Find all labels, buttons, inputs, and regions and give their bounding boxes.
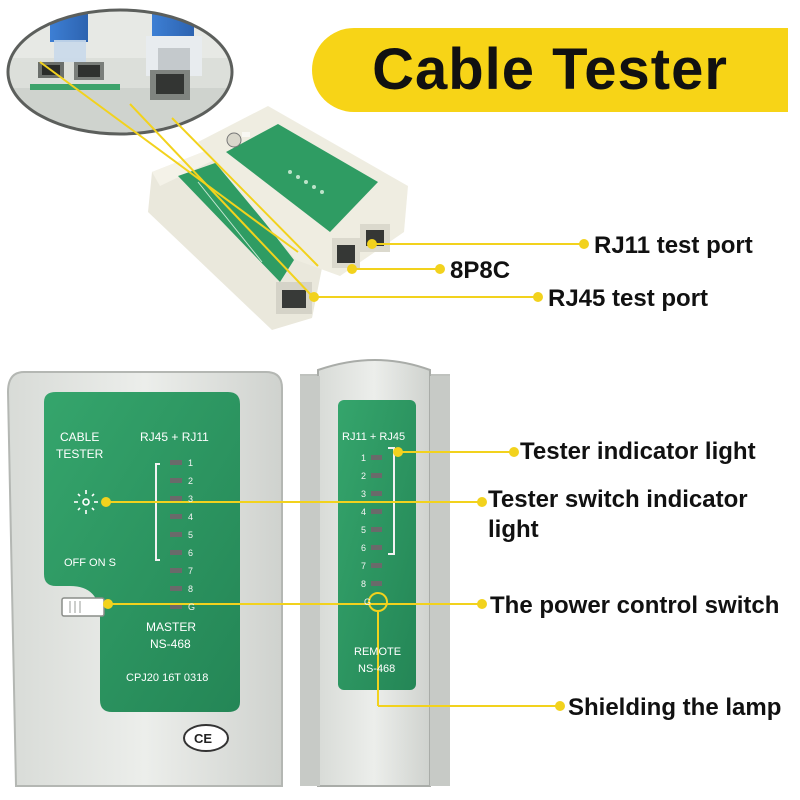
power-switch [61,597,105,617]
remote-model-1: REMOTE [354,646,401,658]
bottom-callout-lines [106,451,560,707]
label-rj45-port: RJ45 test port [548,285,709,312]
remote-led-num-7: 7 [361,561,366,571]
bottom-callout-dots [101,447,565,711]
label-switch-indicator-1: Tester switch indicator [488,486,748,513]
master-cable-label-1: CABLE [60,430,99,444]
title-banner [312,28,788,112]
inset-zoom [6,8,234,136]
remote-led-num-4: 4 [361,507,366,517]
label-rj11-port: RJ11 test port [594,232,753,259]
remote-led-num-2: 2 [361,471,366,481]
label-shielding-lamp: Shielding the lamp [568,694,782,721]
remote-led-num-5: 5 [361,525,366,535]
master-serial: CPJ20 16T 0318 [126,672,208,684]
master-ports-label: RJ45 + RJ11 [140,430,209,444]
remote-ports-label: RJ11 + RJ45 [342,431,405,443]
remote-led-num-8: 8 [361,579,366,589]
remote-model-2: NS-468 [358,663,395,675]
label-switch-indicator-2: light [488,516,539,543]
remote-led-column [371,455,382,586]
top-callout-dots [309,239,589,302]
top-callout-lines [39,61,582,298]
master-led-num-3: 3 [188,494,193,504]
page-title: Cable Tester [372,37,728,102]
remote-led-num-1: 1 [361,453,366,463]
master-led-num-7: 7 [188,566,193,576]
master-led-num-5: 5 [188,530,193,540]
label-power-switch: The power control switch [490,592,780,619]
master-led-num-6: 6 [188,548,193,558]
remote-led-num-6: 6 [361,543,366,553]
top-master-unit [198,106,408,276]
remote-unit-front [300,359,450,787]
master-led-column [170,460,182,609]
master-led-num-2: 2 [188,476,193,486]
top-remote-unit [148,150,322,330]
master-led-num-8: 8 [188,584,193,594]
master-unit-front [6,371,283,787]
ce-mark: CE [194,731,212,746]
master-model-2: NS-468 [150,637,191,651]
master-cable-label-2: TESTER [56,447,104,461]
label-indicator-light: Tester indicator light [520,438,756,465]
switch-indicator-icon [74,490,98,514]
master-led-num-4: 4 [188,512,193,522]
master-model-1: MASTER [146,620,196,634]
label-8p8c: 8P8C [450,257,511,284]
master-led-num-g: G [188,602,195,612]
master-switch-label: OFF ON S [64,557,116,569]
remote-led-num-g: G [364,597,371,607]
remote-led-num-3: 3 [361,489,366,499]
master-led-num-1: 1 [188,458,193,468]
